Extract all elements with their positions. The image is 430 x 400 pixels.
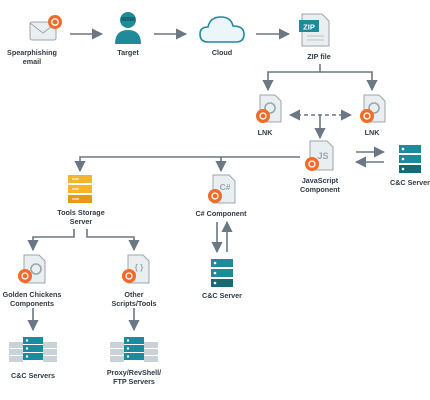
- cloud-label: Cloud: [211, 48, 233, 57]
- cc-server-mid-node: [210, 258, 234, 288]
- envelope-icon: [29, 15, 62, 41]
- zip-file-node: ZIP: [298, 12, 332, 48]
- lnk-left-node: [254, 94, 284, 126]
- lnk-right-node: [358, 94, 388, 126]
- cc-server-mid-label: C&C Server: [202, 291, 242, 300]
- golden-chickens-node: [16, 254, 48, 286]
- csharp-component-node: C#: [206, 174, 238, 206]
- tools-storage-server-label: Tools Storage Server: [57, 208, 105, 226]
- storage-server-icon: [68, 175, 92, 203]
- component-file-icon: [18, 254, 46, 284]
- server-icon: [399, 145, 421, 173]
- js-badge-text: JS: [317, 151, 328, 161]
- target-node: [112, 10, 144, 44]
- tools-storage-server-node: [67, 174, 93, 204]
- golden-chickens-label: Golden Chickens Components: [2, 290, 62, 308]
- target-label: Target: [117, 48, 139, 57]
- person-icon: [115, 12, 141, 44]
- arrow-tools-to-golden: [27, 229, 75, 252]
- arrow-zip-to-lnk-left: [262, 64, 321, 92]
- server-cluster-icon: [9, 337, 57, 362]
- cloud-icon: [199, 16, 245, 43]
- csharp-badge-text: C#: [220, 182, 231, 192]
- proxy-servers-cluster-label: Proxy/RevShell/ FTP Servers: [106, 368, 162, 386]
- spearphishing-email-node: [28, 14, 62, 44]
- script-badge-text: { }: [135, 263, 143, 272]
- csharp-file-icon: C#: [208, 174, 236, 204]
- lnk-file-icon: [256, 94, 282, 123]
- zip-file-label: ZIP file: [307, 52, 331, 61]
- server-icon: [211, 259, 233, 287]
- cc-server-right-label: C&C Server: [390, 178, 430, 187]
- javascript-component-label: JavaScript Component: [300, 176, 340, 194]
- lnk-left-label: LNK: [257, 128, 273, 137]
- other-scripts-label: Other Scripts/Tools: [111, 290, 157, 308]
- server-cluster-icon: [110, 337, 158, 362]
- cc-servers-cluster-label: C&C Servers: [11, 371, 55, 380]
- csharp-component-label: C# Component: [195, 209, 247, 218]
- arrow-js-branch: [74, 156, 300, 173]
- zip-badge-text: ZIP: [303, 23, 315, 32]
- js-file-icon: JS: [305, 140, 334, 171]
- lnk-file-icon: [360, 94, 386, 123]
- cc-servers-cluster-node: [8, 336, 58, 364]
- spearphishing-email-label: Spearphishing email: [7, 48, 57, 66]
- script-file-icon: { }: [122, 254, 150, 284]
- other-scripts-node: { }: [120, 254, 152, 286]
- zip-file-icon: ZIP: [299, 13, 330, 47]
- javascript-component-node: JS: [302, 140, 336, 174]
- arrow-tools-to-other: [86, 229, 140, 252]
- proxy-servers-cluster-node: [109, 336, 159, 364]
- cloud-node: [198, 14, 246, 44]
- arrow-zip-to-lnk-right: [320, 71, 378, 92]
- cc-server-right-node: [398, 144, 422, 174]
- lnk-right-label: LNK: [364, 128, 380, 137]
